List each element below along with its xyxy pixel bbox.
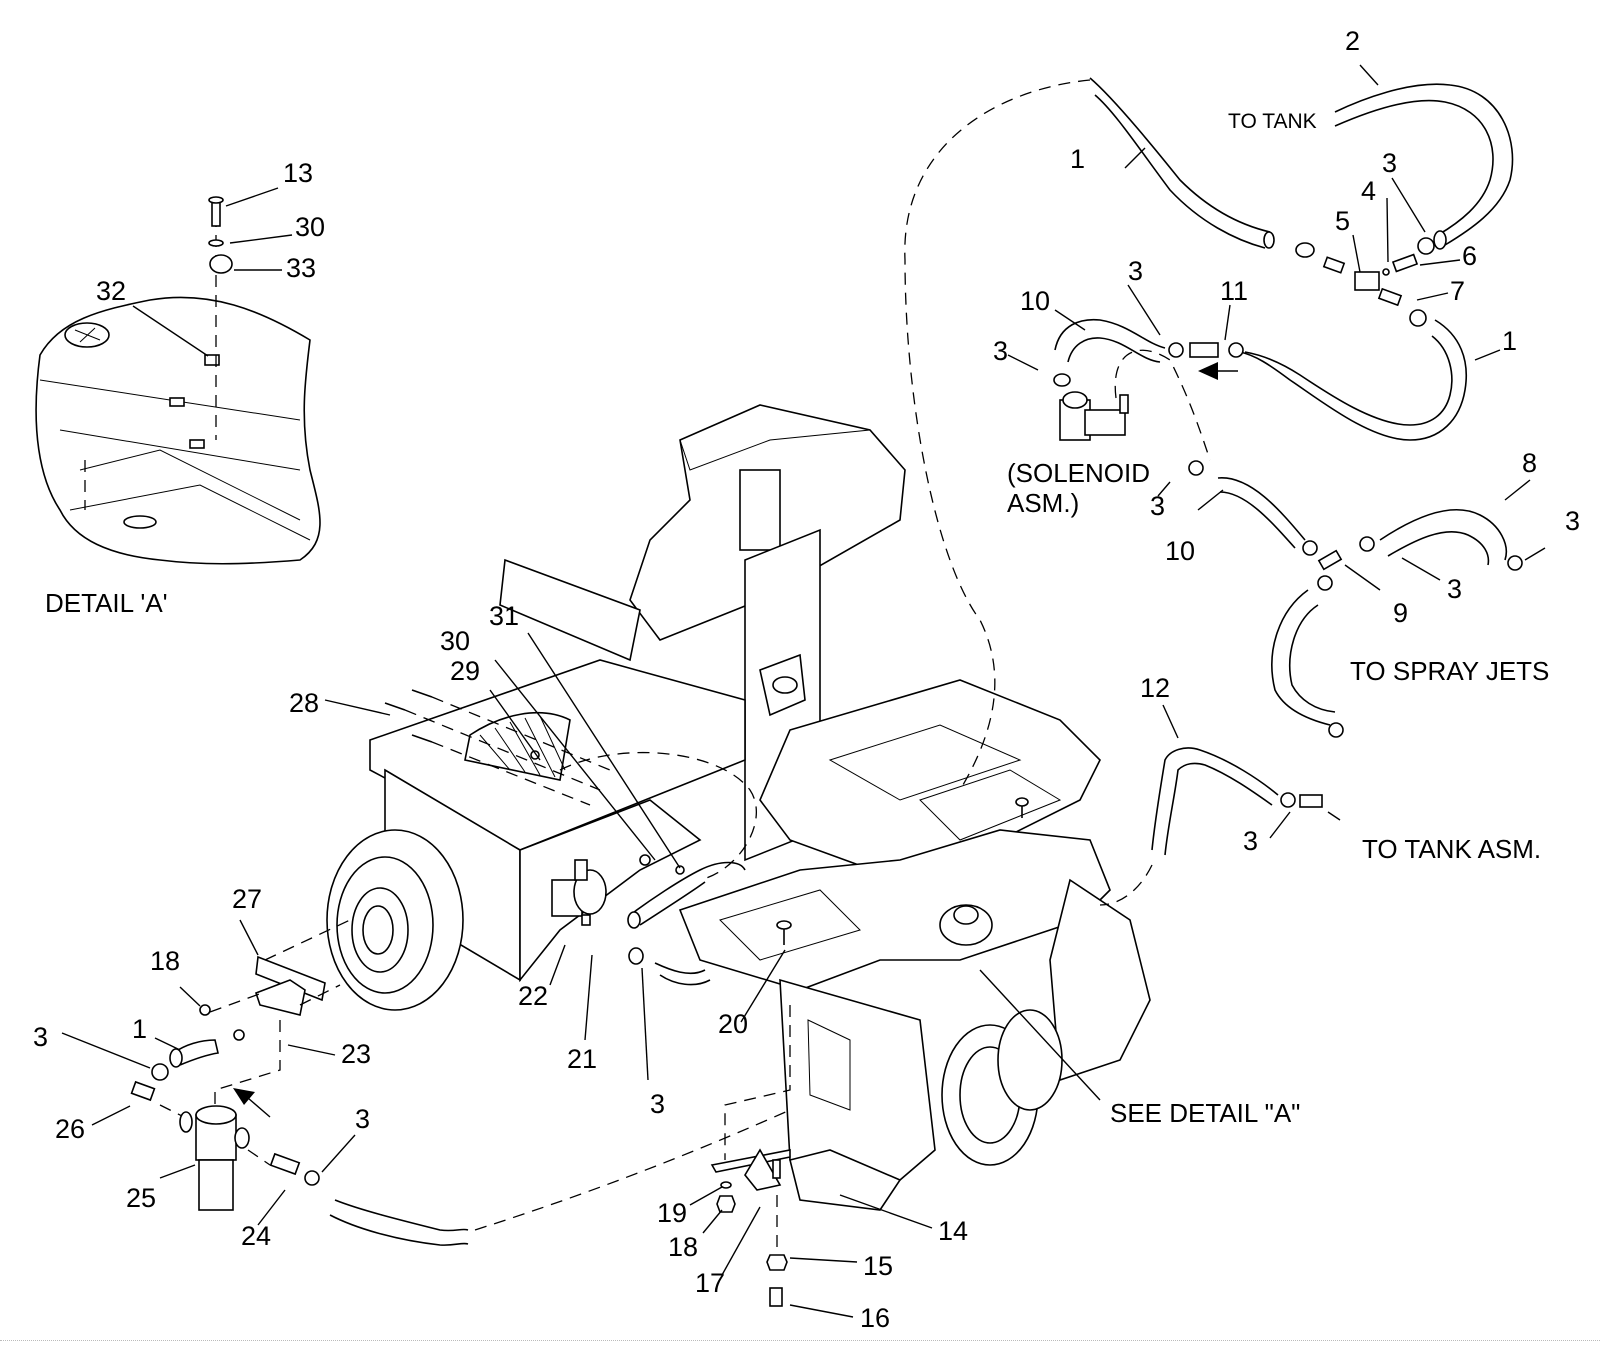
part-31-nut (675, 865, 685, 875)
part-30-washer (639, 854, 651, 866)
callout-14: 14 (938, 1216, 968, 1246)
callout-24: 24 (241, 1221, 271, 1251)
callout-7: 7 (1450, 276, 1465, 306)
part-33-nut (209, 254, 233, 274)
detail-a-group: 13 30 33 32 DETAIL 'A' (35, 158, 325, 618)
callout-31: 31 (489, 601, 519, 631)
part-27-plate (255, 955, 326, 1002)
part-17-bracket (744, 1148, 782, 1191)
part-21-fitting (574, 859, 588, 881)
part-32-clip (204, 354, 220, 366)
part-18-nut (199, 1004, 211, 1016)
callout-1-top: 1 (1070, 144, 1085, 174)
callout-13: 13 (283, 158, 313, 188)
callout-6: 6 (1462, 241, 1477, 271)
tank-fitting (1299, 794, 1323, 808)
part-13-screw (211, 199, 221, 227)
part-11-check-valve (1189, 342, 1219, 358)
callout-17: 17 (695, 1268, 725, 1298)
callout-27: 27 (232, 884, 262, 914)
callout-1-strainer: 1 (132, 1014, 147, 1044)
callout-8: 8 (1522, 448, 1537, 478)
callout-15: 15 (863, 1251, 893, 1281)
callout-18-left: 18 (150, 946, 180, 976)
center-callouts: 28 29 30 31 22 21 3 20 SEE DETAIL "A" (289, 601, 1300, 1128)
callout-30-detail: 30 (295, 212, 325, 242)
page-footer-divider (0, 1340, 1600, 1341)
to-tank-label: TO TANK (1228, 110, 1317, 133)
callout-18-lower: 18 (668, 1232, 698, 1262)
hose-flow-arrow (1198, 362, 1238, 380)
part-20-bolt (776, 920, 792, 930)
part-4-ring (1382, 268, 1390, 276)
to-tank-asm-label: TO TANK ASM. (1362, 834, 1541, 864)
callout-3-valve: 3 (1128, 256, 1143, 286)
callout-1-right: 1 (1502, 326, 1517, 356)
detail-a-title: DETAIL 'A' (45, 588, 168, 618)
callout-26: 26 (55, 1114, 85, 1144)
callout-3-hose12: 3 (1243, 826, 1258, 856)
mower-frame (326, 404, 1151, 1211)
callout-23: 23 (341, 1039, 371, 1069)
callout-3-fitting24: 3 (355, 1104, 370, 1134)
callout-29: 29 (450, 656, 480, 686)
callout-2: 2 (1345, 26, 1360, 56)
callout-3-strainer: 3 (33, 1022, 48, 1052)
part-14-bumper (789, 1149, 902, 1211)
part-9-tee (1317, 549, 1343, 571)
part-19-washer (720, 1181, 732, 1189)
callout-22: 22 (518, 981, 548, 1011)
callout-32: 32 (96, 276, 126, 306)
callout-33: 33 (286, 253, 316, 283)
callout-3-pump: 3 (650, 1089, 665, 1119)
part-7-adapter (1377, 287, 1403, 307)
callout-3-tee9: 3 (1447, 574, 1462, 604)
solenoid-label-2: ASM.) (1007, 488, 1079, 518)
part-18-hexnut (716, 1195, 736, 1213)
solenoid-label-1: (SOLENOID (1007, 458, 1150, 488)
part-23-bracket (254, 979, 306, 1016)
callout-11: 11 (1220, 276, 1248, 306)
part-30-washer (208, 239, 224, 247)
callout-3-hose8: 3 (1565, 506, 1580, 536)
solenoid-assembly (1059, 391, 1129, 441)
callout-3-solenoid: 3 (993, 336, 1008, 366)
callout-10-bottom: 10 (1165, 536, 1195, 566)
callout-21: 21 (567, 1044, 597, 1074)
part-6-adapter (1391, 253, 1419, 273)
callout-3-tee: 3 (1382, 148, 1397, 178)
callout-16: 16 (860, 1303, 890, 1333)
strainer-flow-arrow (233, 1088, 271, 1118)
detail-a-panel (35, 296, 321, 565)
hose-assembly-top: 1 2 TO TANK 3 4 5 6 7 1 3 11 10 3 (SOLEN… (904, 26, 1580, 791)
part-15-fitting (766, 1254, 788, 1271)
part-16-cap (769, 1287, 783, 1307)
callout-4: 4 (1361, 176, 1376, 206)
callout-12: 12 (1140, 673, 1170, 703)
callout-28: 28 (289, 688, 319, 718)
part-5-tee (1354, 271, 1380, 291)
bolts-28 (384, 689, 433, 743)
callout-5: 5 (1335, 206, 1350, 236)
hose-12-group: 12 3 TO TANK ASM. (1099, 673, 1541, 906)
part-25-strainer (179, 1105, 250, 1211)
see-detail-label: SEE DETAIL "A" (1110, 1098, 1300, 1128)
part-24-fitting (269, 1152, 301, 1176)
callout-30-main: 30 (440, 626, 470, 656)
callout-10-top: 10 (1020, 286, 1050, 316)
part-26-elbow (130, 1080, 156, 1102)
callout-9: 9 (1393, 598, 1408, 628)
callout-3-lower: 3 (1150, 491, 1165, 521)
to-spray-jets-label: TO SPRAY JETS (1350, 656, 1549, 686)
callout-20: 20 (718, 1009, 748, 1039)
callout-19: 19 (657, 1198, 687, 1228)
strainer-group: 27 18 1 3 23 26 25 24 3 (33, 884, 791, 1251)
lower-hardware: 19 18 17 14 15 16 (657, 1005, 968, 1333)
callout-25: 25 (126, 1183, 156, 1213)
